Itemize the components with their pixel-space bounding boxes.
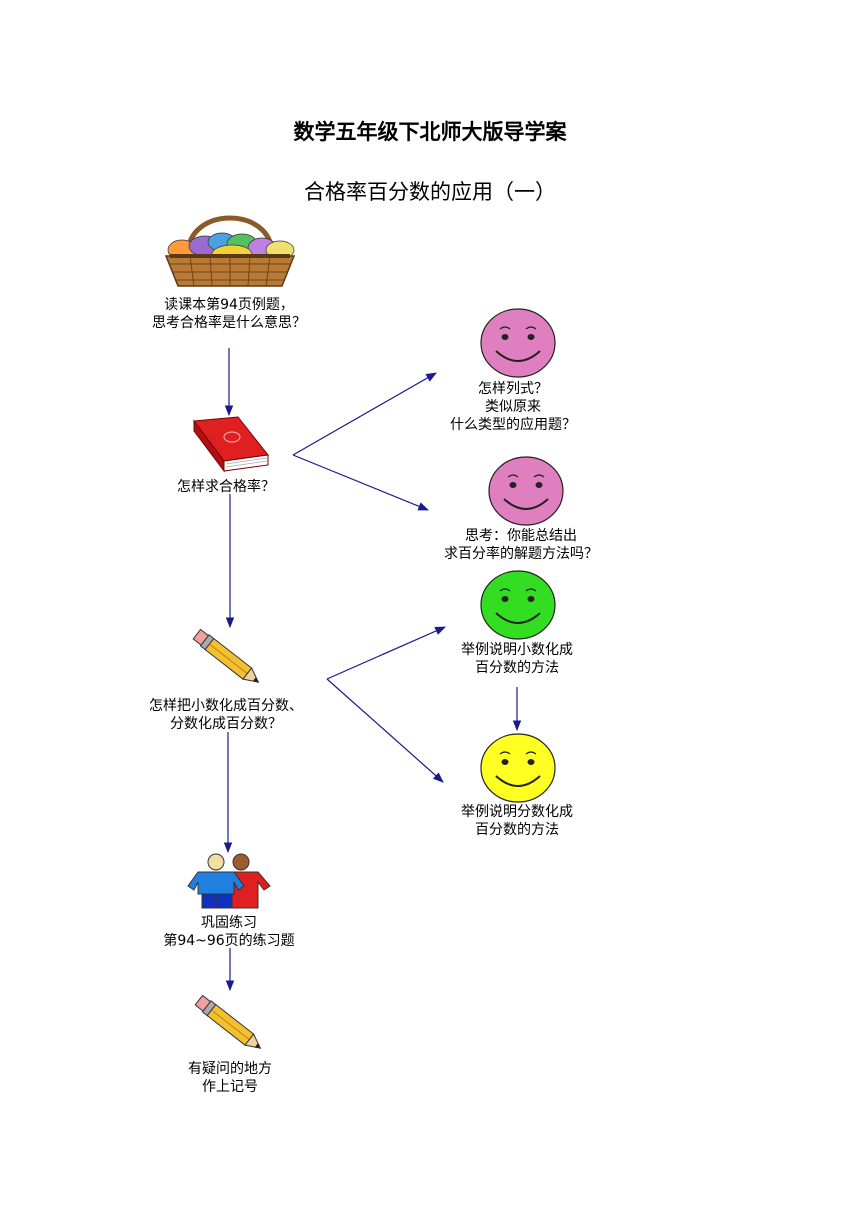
prompt-3-caption: 举例说明小数化成 百分数的方法 [461,642,573,676]
page-subtitle: 合格率百分数的应用（一） [304,180,556,204]
pencil-icon [194,994,262,1049]
people-icon [187,853,271,909]
basket-icon [164,215,296,287]
arrow-pencil-to-prompt4 [326,678,444,783]
arrow-book-to-prompt2 [292,454,430,511]
step-4-caption: 巩固练习 第94~96页的练习题 [163,915,295,949]
smiley-face-icon [480,733,556,803]
step-5-caption: 有疑问的地方 作上记号 [188,1061,272,1095]
step-2-caption: 怎样求合格率？ [177,479,275,495]
prompt-1-caption: 怎样列式？ 类似原来 什么类型的应用题？ [450,381,576,433]
step-3-caption: 怎样把小数化成百分数、 分数化成百分数？ [149,698,303,732]
smiley-face-icon [488,456,564,526]
step-1-caption: 读课本第94页例题， 思考合格率是什么意思？ [152,297,306,331]
prompt-2-caption: 思考：你能总结出 求百分率的解题方法吗？ [444,528,598,562]
smiley-face-icon [480,570,556,640]
page-title: 数学五年级下北师大版导学案 [293,120,567,144]
smiley-face-icon [480,308,556,378]
prompt-4-caption: 举例说明分数化成 百分数的方法 [461,804,573,838]
pencil-icon [192,628,260,683]
arrow-book-to-prompt1 [292,372,437,456]
book-icon [193,416,269,473]
arrow-pencil-to-prompt3 [326,626,446,680]
